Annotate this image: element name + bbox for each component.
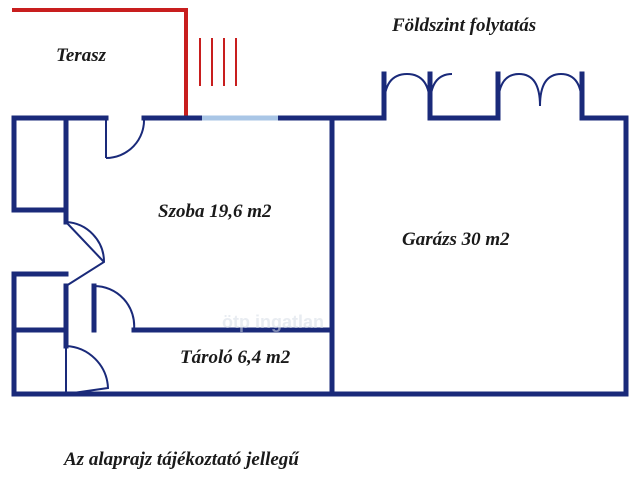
disclaimer-text: Az alaprajz tájékoztató jellegű xyxy=(64,449,299,470)
label-garage: Garázs 30 m2 xyxy=(402,229,510,250)
label-terrace: Terasz xyxy=(56,45,106,66)
garage-doors xyxy=(383,72,583,107)
watermark: ötp ingatlan xyxy=(222,312,324,332)
label-storage: Tároló 6,4 m2 xyxy=(180,347,291,368)
label-room: Szoba 19,6 m2 xyxy=(158,201,272,222)
terrace-rails xyxy=(199,38,237,86)
terrace-outline xyxy=(12,8,188,116)
label-ground-floor-continuation: Földszint folytatás xyxy=(392,15,537,36)
doors xyxy=(65,117,146,395)
